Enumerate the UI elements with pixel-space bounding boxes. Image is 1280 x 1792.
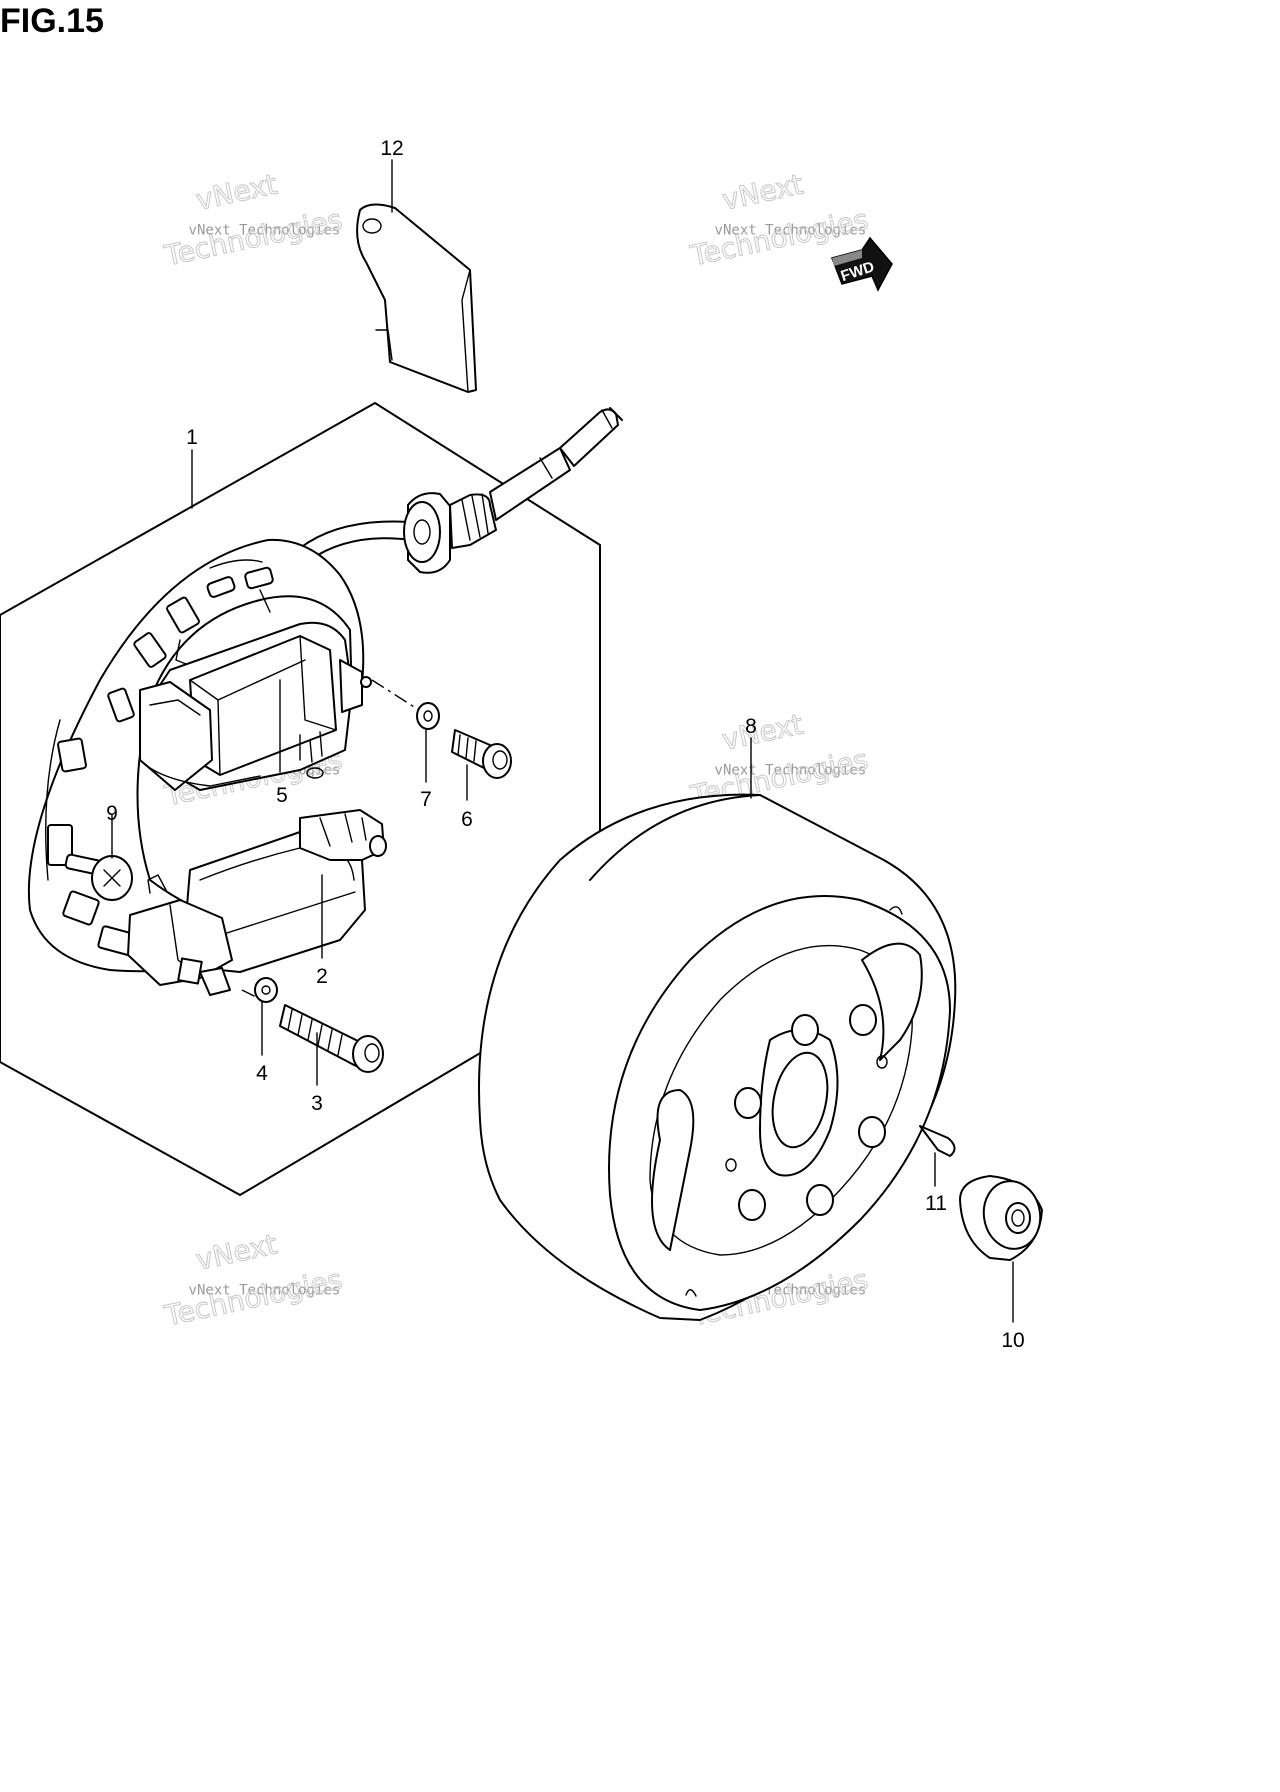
part-6-screw xyxy=(451,729,512,779)
callout-4: 4 xyxy=(256,1062,268,1085)
callout-7: 7 xyxy=(420,788,432,811)
wire-harness xyxy=(299,407,623,574)
watermark-text: vNext xyxy=(719,168,806,217)
part-5-coil xyxy=(139,589,372,791)
watermark-5: vNext vNext Technologies Technologies xyxy=(161,1227,346,1333)
watermark-text: vNext xyxy=(719,708,806,757)
part-10-nut xyxy=(959,1175,1043,1261)
leader-lines xyxy=(111,159,1014,1323)
watermark-text: Technologies xyxy=(161,203,345,273)
watermark-text: Technologies xyxy=(161,1263,345,1333)
part-7-washer xyxy=(416,702,440,730)
callout-2: 2 xyxy=(316,965,328,988)
callout-11: 11 xyxy=(925,1192,947,1215)
callout-5: 5 xyxy=(276,784,288,807)
part-1-assembly-frame xyxy=(0,402,601,1196)
part-4-washer xyxy=(254,977,278,1003)
callout-numbers: 12 1 5 9 7 6 2 4 3 8 11 10 xyxy=(106,137,1025,1352)
watermark-text: vNext Technologies xyxy=(189,223,341,239)
callout-3: 3 xyxy=(311,1092,323,1115)
callout-1: 1 xyxy=(186,426,198,449)
watermark-text: vNext Technologies xyxy=(189,1283,341,1299)
watermark-text: vNext Technologies xyxy=(715,763,867,779)
part-9-screw xyxy=(64,853,133,901)
figure-title: FIG.15 xyxy=(0,2,104,40)
callout-8: 8 xyxy=(745,715,757,738)
part-12-cover-plate xyxy=(356,203,477,393)
part-2-coil xyxy=(127,809,387,996)
part-3-screw xyxy=(279,1004,384,1073)
callout-6: 6 xyxy=(461,808,473,831)
part-11-key xyxy=(919,1125,956,1157)
callout-12: 12 xyxy=(380,137,403,160)
callout-10: 10 xyxy=(1001,1329,1024,1352)
watermark-text: vNext xyxy=(193,168,280,217)
callout-9: 9 xyxy=(106,802,118,825)
part-8-flywheel xyxy=(478,793,957,1321)
watermark-text: vNext xyxy=(193,1228,280,1277)
watermark-1: vNext vNext Technologies Technologies xyxy=(161,167,346,273)
fwd-arrow-badge: FWD xyxy=(831,236,893,292)
watermark-text: vNext Technologies xyxy=(715,223,867,239)
